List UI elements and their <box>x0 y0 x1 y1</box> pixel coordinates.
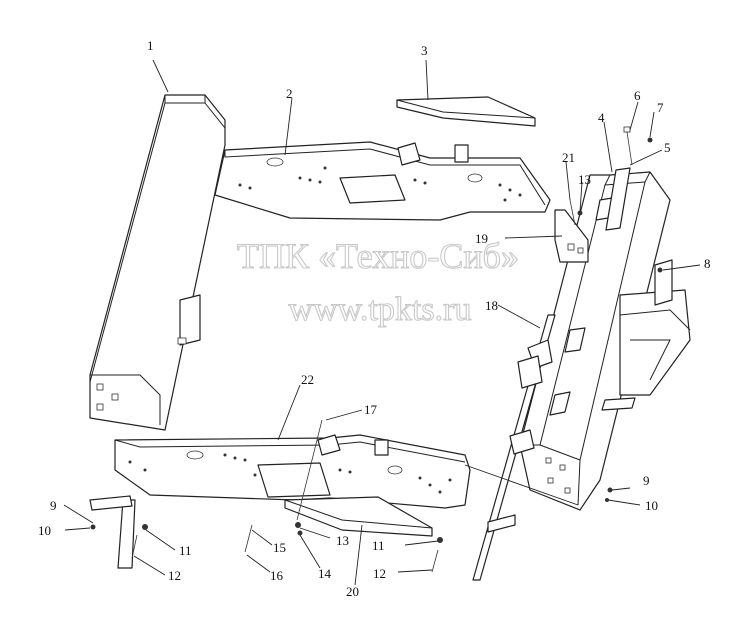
callout-14: 14 <box>318 566 332 581</box>
callout-19: 19 <box>475 231 488 246</box>
callout-17: 17 <box>364 402 378 417</box>
callout-10-left: 10 <box>38 523 51 538</box>
callout-11-left: 11 <box>179 543 192 558</box>
part-19-bracket <box>554 209 589 263</box>
callout-9-right: 9 <box>643 473 650 488</box>
callout-3: 3 <box>421 43 428 58</box>
callout-12-left: 12 <box>168 568 181 583</box>
callout-20: 20 <box>346 584 359 599</box>
callout-9-left: 9 <box>50 498 57 513</box>
callout-18: 18 <box>485 298 498 313</box>
callout-6: 6 <box>634 88 641 103</box>
callout-12-right: 12 <box>373 566 386 581</box>
part-5-strip <box>605 167 631 231</box>
watermark-line-2: www.tpkts.ru <box>289 291 472 328</box>
callout-1: 1 <box>147 38 154 53</box>
leader-lines <box>63 59 701 586</box>
callout-5: 5 <box>664 140 671 155</box>
part-18-strip <box>472 314 636 581</box>
part-20-lower-plate <box>284 496 433 537</box>
callout-21: 21 <box>562 150 575 165</box>
callout-22: 22 <box>301 372 314 387</box>
fasteners <box>90 126 663 573</box>
part-3-top-plate <box>396 96 536 127</box>
callout-11-right: 11 <box>372 538 385 553</box>
callout-15: 15 <box>273 540 286 555</box>
callout-10-right: 10 <box>645 498 658 513</box>
callout-7: 7 <box>657 100 664 115</box>
callout-8: 8 <box>704 256 711 271</box>
callout-2: 2 <box>286 86 293 101</box>
part-2-upper-plate <box>214 141 551 221</box>
callout-16: 16 <box>270 568 284 583</box>
part-1-left-beam <box>89 94 226 431</box>
callout-13-top: 13 <box>578 172 591 187</box>
callout-13-bottom: 13 <box>336 533 349 548</box>
watermark-line-1: ТПК «Техно-Сиб» <box>237 236 519 276</box>
callout-4: 4 <box>598 110 605 125</box>
lower-left-strip <box>89 495 136 569</box>
part-22-lower-plate <box>114 434 471 509</box>
